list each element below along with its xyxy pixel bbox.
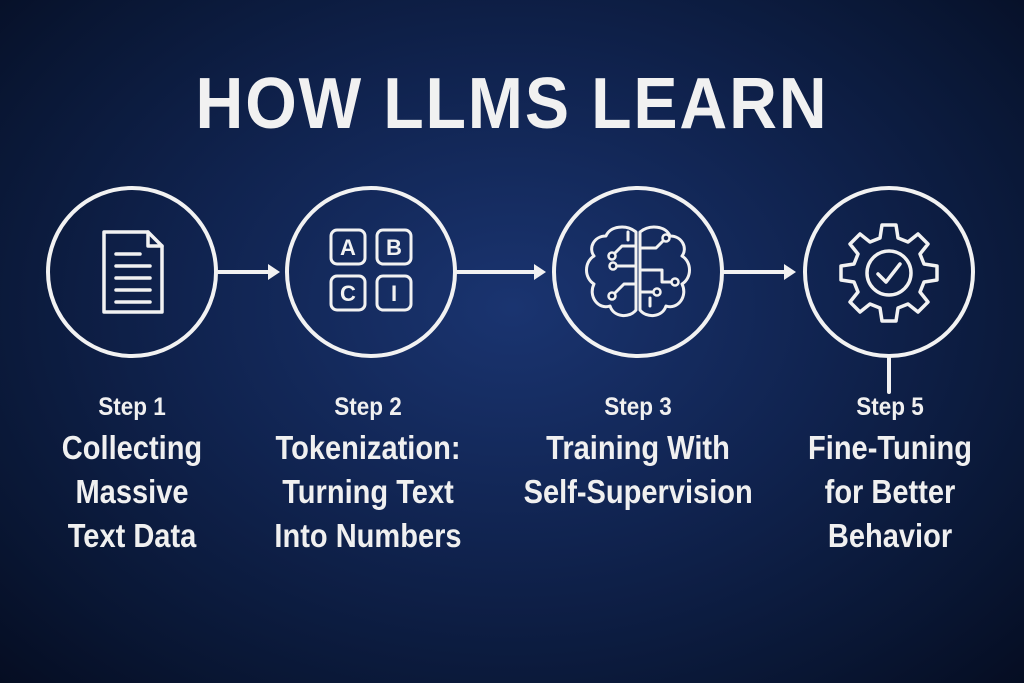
step-5-title-line-3: Behavior bbox=[827, 517, 953, 554]
step-1-title-line-3: Text Data bbox=[67, 517, 197, 554]
step-1-title-line-2: Massive bbox=[75, 473, 189, 510]
step-1-title-line-1: Collecting bbox=[61, 429, 203, 466]
step-3-circle bbox=[552, 186, 724, 358]
tile-c-letter: C bbox=[340, 281, 356, 306]
letter-tiles-icon bbox=[329, 228, 413, 312]
step-5-title-line-1: Fine-Tuning bbox=[808, 429, 972, 466]
step-1-label: Step 1 Collecting Massive Text Data bbox=[2, 392, 262, 558]
tile-i bbox=[375, 274, 413, 312]
step-1-number: Step 1 bbox=[98, 393, 166, 421]
arrow-2-to-3 bbox=[453, 264, 546, 280]
tile-c bbox=[329, 274, 367, 312]
step-5-label: Step 5 Fine-Tuning for Better Behavior bbox=[760, 392, 1020, 558]
step-2-title-line-2: Turning Text bbox=[282, 473, 454, 510]
brain-circuit-nodes bbox=[607, 233, 680, 301]
arrow-3-to-5 bbox=[720, 264, 796, 280]
tile-a-letter: A bbox=[340, 235, 356, 260]
step-2-label: Step 2 Tokenization: Turning Text Into N… bbox=[238, 392, 498, 558]
step-2-title-line-1: Tokenization: bbox=[275, 429, 461, 466]
tile-b-letter: B bbox=[386, 235, 402, 260]
tile-i-letter: I bbox=[391, 281, 397, 306]
step-5-number: Step 5 bbox=[856, 393, 924, 421]
step-5-circle bbox=[803, 186, 975, 358]
step-1-circle bbox=[46, 186, 218, 358]
tile-letters: A B C I bbox=[340, 235, 402, 306]
step-3-title-line-2: Self-Supervision bbox=[523, 473, 753, 510]
tile-b bbox=[375, 228, 413, 266]
page-title: HOW LLMS LEARN bbox=[195, 64, 829, 144]
arrow-1-to-2 bbox=[214, 264, 280, 280]
step-2-number: Step 2 bbox=[334, 393, 402, 421]
gear-check-icon bbox=[839, 223, 939, 323]
brain-circuit-icon bbox=[585, 225, 691, 317]
step-3-label: Step 3 Training With Self-Supervision bbox=[508, 392, 768, 514]
step-5-title-line-2: for Better bbox=[824, 473, 956, 510]
step-2-title-line-3: Into Numbers bbox=[274, 517, 462, 554]
step-2-circle bbox=[285, 186, 457, 358]
document-icon bbox=[102, 230, 164, 314]
step-3-title-line-1: Training With bbox=[546, 429, 730, 466]
step-3-number: Step 3 bbox=[604, 393, 672, 421]
tile-a bbox=[329, 228, 367, 266]
